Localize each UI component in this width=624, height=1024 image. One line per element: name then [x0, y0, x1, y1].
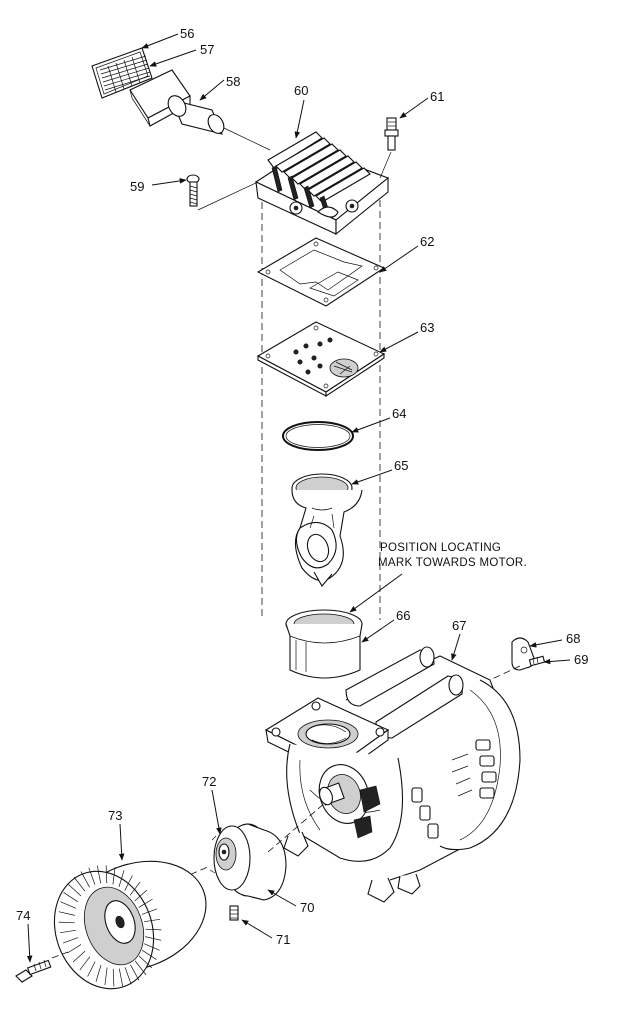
fan-blade	[141, 949, 157, 960]
fan-blade	[95, 964, 102, 982]
fan-hub	[209, 823, 287, 901]
fan-blade	[118, 968, 124, 987]
callout-68: 68	[566, 631, 580, 646]
note-line-1: POSITION LOCATING	[380, 542, 501, 554]
callout-65: 65	[394, 458, 408, 473]
callout-62: 62	[420, 234, 434, 249]
fan-blade	[62, 937, 79, 944]
callout-56: 56	[180, 26, 194, 41]
callout-73: 73	[108, 808, 122, 823]
callout-64: 64	[392, 406, 406, 421]
filter-housing-tube	[129, 69, 225, 135]
fan-blade	[104, 967, 108, 986]
callout-67: 67	[452, 618, 466, 633]
assembly-note: POSITION LOCATING MARK TOWARDS MOTOR.	[378, 542, 527, 569]
blower-fan-wheel	[53, 860, 207, 990]
fan-blade	[134, 960, 147, 976]
fan-blade	[105, 865, 108, 884]
fan-blade	[58, 921, 75, 924]
fan-blade	[143, 943, 160, 951]
callout-63: 63	[420, 320, 434, 335]
fan-blade	[112, 968, 115, 987]
fan-blade	[73, 876, 86, 892]
fan-blade	[72, 950, 86, 963]
fan-blade	[60, 901, 77, 909]
callout-61: 61	[430, 89, 444, 104]
fan-blade	[124, 967, 132, 985]
callout-74: 74	[16, 908, 30, 923]
leader-lines	[26, 33, 571, 963]
fan-blade	[87, 961, 96, 977]
fan-blade	[67, 944, 82, 954]
callout-72: 72	[202, 774, 216, 789]
cylinder-head	[254, 131, 390, 236]
fan-bolt	[15, 959, 52, 983]
callout-69: 69	[574, 652, 588, 667]
fan-blade	[138, 955, 153, 969]
fan-blade	[118, 870, 125, 888]
fan-blade	[138, 898, 153, 908]
valve-plate	[256, 321, 386, 398]
callout-labels: 56 57 58 59 60 61 62 63 64 65 66 67 68 6…	[16, 26, 588, 947]
head-gasket	[256, 237, 386, 307]
pressure-fitting	[384, 117, 399, 151]
cylinder-sleeve	[285, 609, 363, 679]
fan-blade	[96, 865, 102, 884]
fan-blade	[112, 866, 116, 885]
fan-blade	[130, 964, 140, 981]
fan-blade	[63, 892, 79, 903]
fan-blade	[129, 881, 141, 896]
set-screw	[229, 905, 239, 921]
fan-blade	[88, 867, 96, 885]
cord-clip	[511, 637, 535, 671]
fan-blade	[124, 875, 133, 891]
fan-blade	[134, 889, 148, 902]
note-line-2: MARK TOWARDS MOTOR.	[378, 557, 527, 569]
callout-70: 70	[300, 900, 314, 915]
fan-blade	[67, 883, 82, 897]
callout-66: 66	[396, 608, 410, 623]
fan-blade	[145, 936, 162, 941]
callout-71: 71	[276, 932, 290, 947]
fan-blade	[141, 908, 158, 915]
fan-blade	[80, 871, 90, 888]
fan-blade	[145, 928, 162, 931]
fan-blade	[59, 929, 76, 934]
callout-59: 59	[130, 179, 144, 194]
callout-60: 60	[294, 83, 308, 98]
motor-crankcase-assembly	[264, 646, 521, 903]
head-bolt	[186, 174, 200, 207]
fan-blade	[79, 956, 91, 971]
fan-blade	[144, 918, 161, 923]
o-ring	[282, 421, 354, 451]
air-filter-element	[91, 47, 153, 99]
connecting-rod	[291, 473, 363, 587]
fan-blade	[58, 911, 75, 916]
callout-58: 58	[226, 74, 240, 89]
callout-57: 57	[200, 42, 214, 57]
